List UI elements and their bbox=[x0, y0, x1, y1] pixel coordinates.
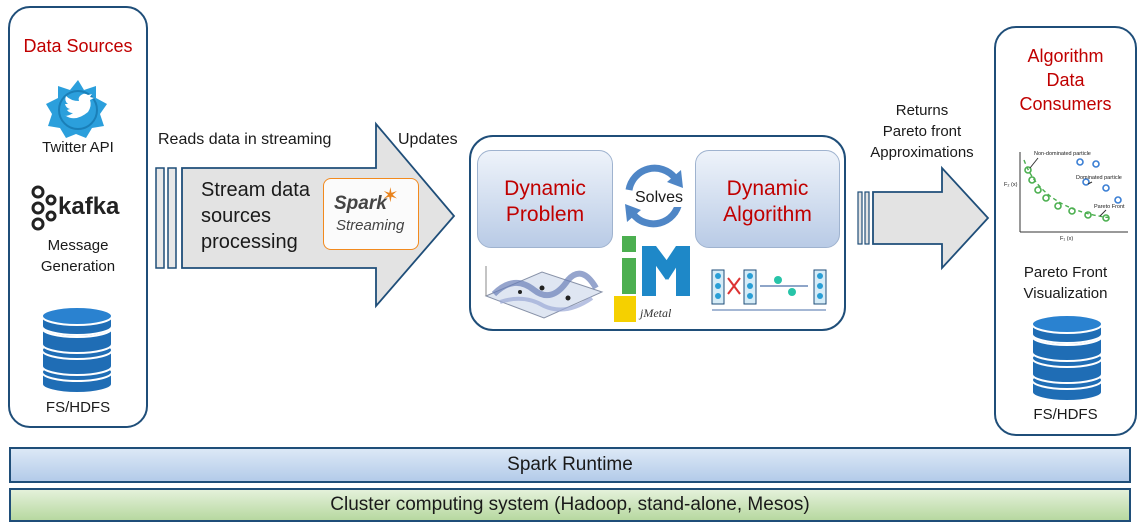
database-icon bbox=[1031, 314, 1103, 402]
consumers-title-2: Data bbox=[1046, 70, 1085, 90]
cluster-system-bar: Cluster computing system (Hadoop, stand-… bbox=[9, 488, 1131, 522]
twitter-api-label: Twitter API bbox=[42, 139, 114, 156]
streaming-arrow bbox=[155, 121, 456, 309]
surface-plot-image bbox=[484, 266, 604, 319]
message-generation-label-1: Message bbox=[47, 237, 109, 254]
updates-label: Updates bbox=[398, 131, 458, 148]
pareto-annotation-dominated: Dominated particle bbox=[1076, 175, 1122, 181]
returns-line-3: Approximations bbox=[870, 144, 974, 161]
right-storage-label: FS/HDFS bbox=[1033, 406, 1098, 423]
returns-line-2: Pareto front bbox=[882, 123, 962, 140]
pareto-viz-label-2: Visualization bbox=[1023, 285, 1108, 302]
data-sources-title: Data Sources bbox=[23, 36, 133, 56]
pareto-x-axis-label: F₁ (x) bbox=[1060, 236, 1074, 242]
spark-streaming-logo: Spark ✶ Streaming bbox=[323, 178, 419, 250]
left-storage-label: FS/HDFS bbox=[45, 399, 111, 416]
solves-label: Solves bbox=[633, 189, 686, 207]
cluster-system-label: Cluster computing system (Hadoop, stand-… bbox=[330, 494, 810, 515]
kafka-logo-icon bbox=[31, 185, 57, 231]
spark-logo-sub: Streaming bbox=[336, 217, 405, 234]
dynamic-algorithm-line-1: Dynamic bbox=[726, 177, 809, 200]
kafka-logo-text: kafka bbox=[58, 193, 120, 220]
twitter-bird-icon bbox=[46, 80, 107, 138]
pareto-annotation-front: Pareto Front bbox=[1094, 204, 1125, 210]
consumers-title-3: Consumers bbox=[1019, 94, 1112, 114]
dynamic-algorithm-box: Dynamic Algorithm bbox=[695, 150, 840, 248]
database-icon bbox=[41, 306, 113, 394]
spark-star-icon: ✶ bbox=[382, 185, 399, 207]
returns-line-1: Returns bbox=[895, 102, 949, 119]
stream-body-line-3: processing bbox=[201, 231, 298, 253]
dynamic-problem-box: Dynamic Problem bbox=[477, 150, 613, 248]
dynamic-problem-line-2: Problem bbox=[505, 203, 585, 227]
algorithm-flow-image bbox=[711, 269, 827, 311]
pareto-annotation-nondominated: Non-dominated particle bbox=[1034, 151, 1091, 157]
dynamic-problem-line-1: Dynamic bbox=[504, 177, 586, 200]
stream-body-line-1: Stream data bbox=[201, 179, 310, 201]
pareto-y-axis-label: F₂ (x) bbox=[1004, 182, 1018, 188]
returns-arrow bbox=[857, 165, 990, 271]
jmetal-logo-icon bbox=[614, 236, 690, 322]
message-generation-label-2: Generation bbox=[40, 258, 116, 275]
pareto-viz-label-1: Pareto Front bbox=[1023, 264, 1108, 281]
spark-runtime-bar: Spark Runtime bbox=[9, 447, 1131, 483]
pareto-front-chart bbox=[1019, 152, 1128, 233]
spark-runtime-label: Spark Runtime bbox=[507, 454, 633, 475]
stream-body-line-2: sources bbox=[201, 205, 272, 227]
consumers-title-1: Algorithm bbox=[1027, 46, 1104, 66]
cycle-arrows-icon bbox=[625, 164, 683, 228]
spark-logo-word: Spark bbox=[334, 193, 387, 214]
dynamic-algorithm-line-2: Algorithm bbox=[723, 203, 812, 227]
jmetal-label: jMetal bbox=[640, 306, 672, 320]
reads-data-label: Reads data in streaming bbox=[158, 131, 332, 148]
